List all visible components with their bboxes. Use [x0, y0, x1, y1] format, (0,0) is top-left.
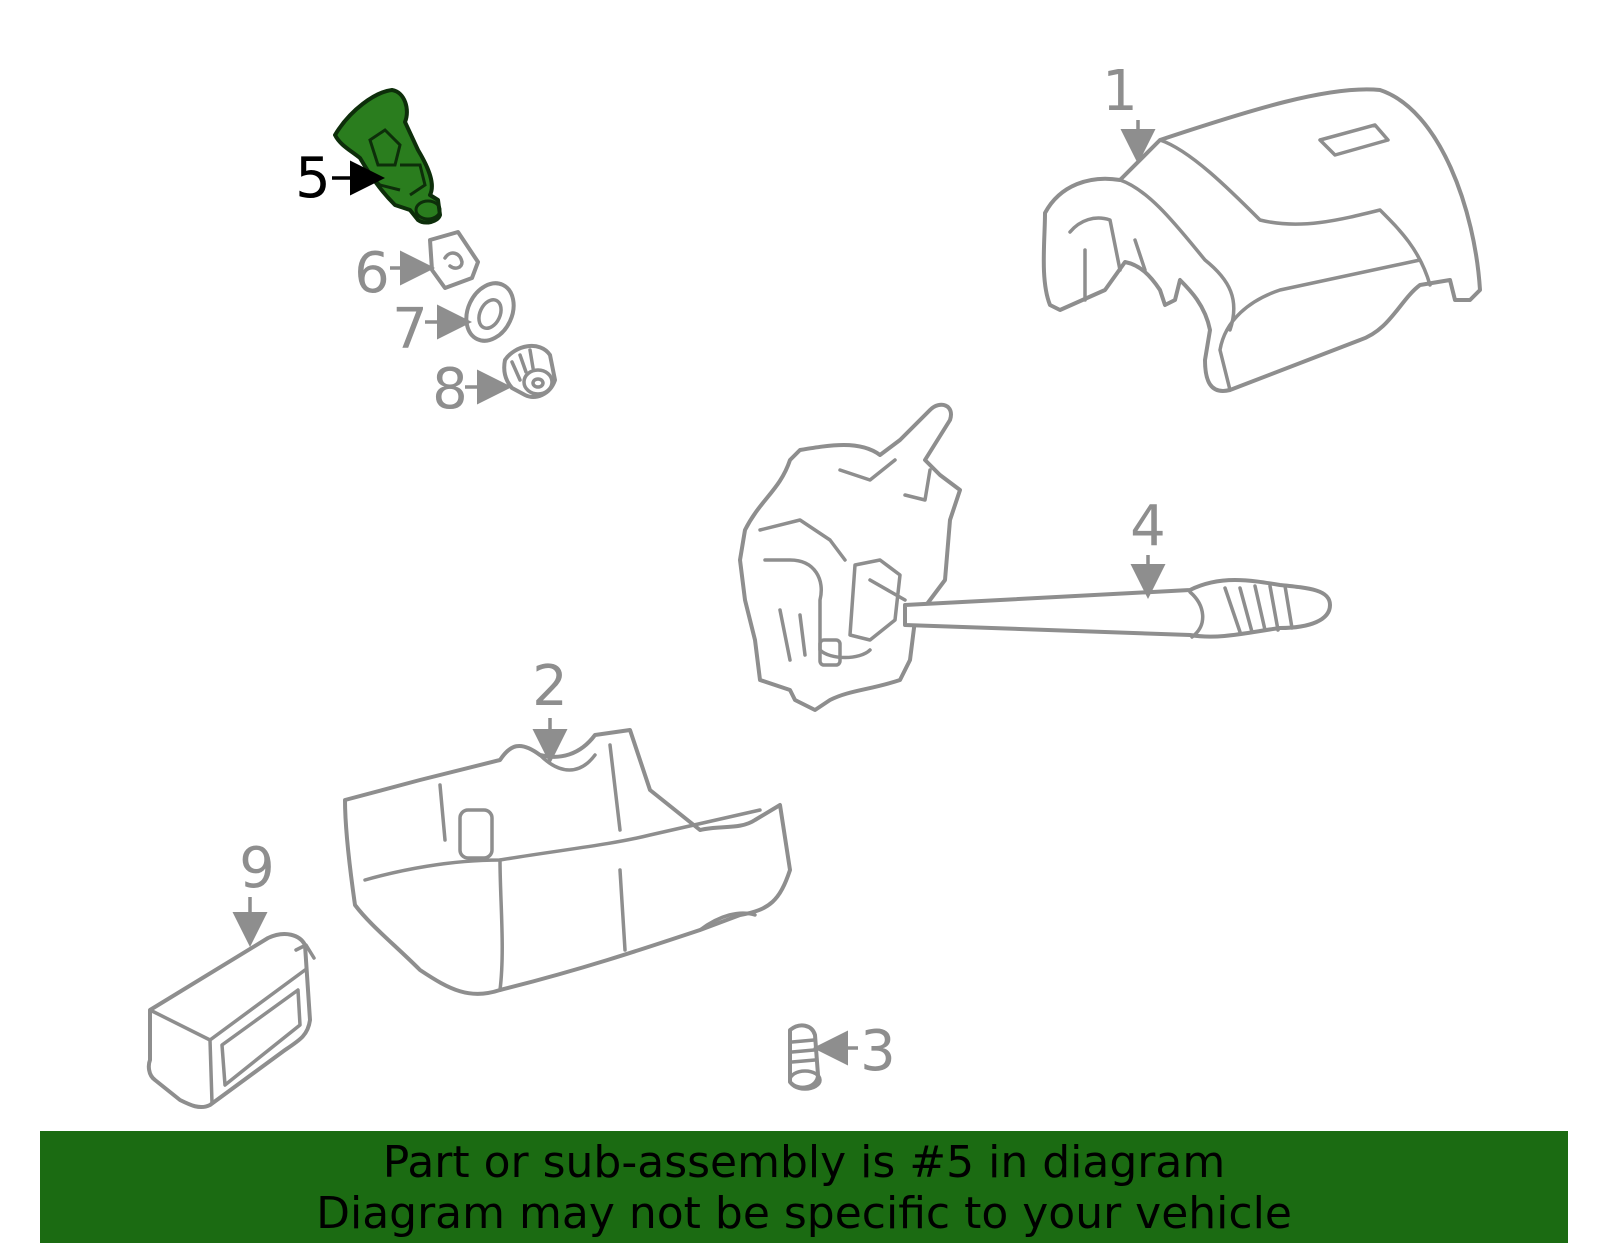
part-1-upper-column-cover[interactable] — [1041, 87, 1482, 393]
part-2-lower-column-cover[interactable] — [343, 728, 792, 996]
info-banner: Part or sub-assembly is #5 in diagram Di… — [40, 1131, 1568, 1243]
callout-3: 3 — [860, 1019, 896, 1084]
part-7-washer[interactable] — [457, 276, 522, 349]
callout-8: 8 — [432, 357, 468, 422]
callout-7: 7 — [392, 297, 428, 362]
callout-4: 4 — [1130, 494, 1166, 559]
part-4-combination-switch[interactable] — [738, 402, 1332, 712]
callout-6: 6 — [354, 241, 390, 306]
part-3-screw[interactable] — [788, 1023, 822, 1091]
banner-line-2: Diagram may not be specific to your vehi… — [316, 1188, 1292, 1239]
callout-1: 1 — [1102, 59, 1138, 124]
part-6-clip[interactable] — [428, 230, 480, 290]
callout-5: 5 — [295, 146, 331, 211]
callout-2: 2 — [532, 654, 568, 719]
part-9-bracket[interactable] — [146, 932, 316, 1110]
banner-line-1: Part or sub-assembly is #5 in diagram — [382, 1137, 1226, 1188]
part-8-nut[interactable] — [502, 344, 557, 399]
part-5-knob[interactable] — [333, 88, 442, 225]
callout-9: 9 — [239, 836, 275, 901]
